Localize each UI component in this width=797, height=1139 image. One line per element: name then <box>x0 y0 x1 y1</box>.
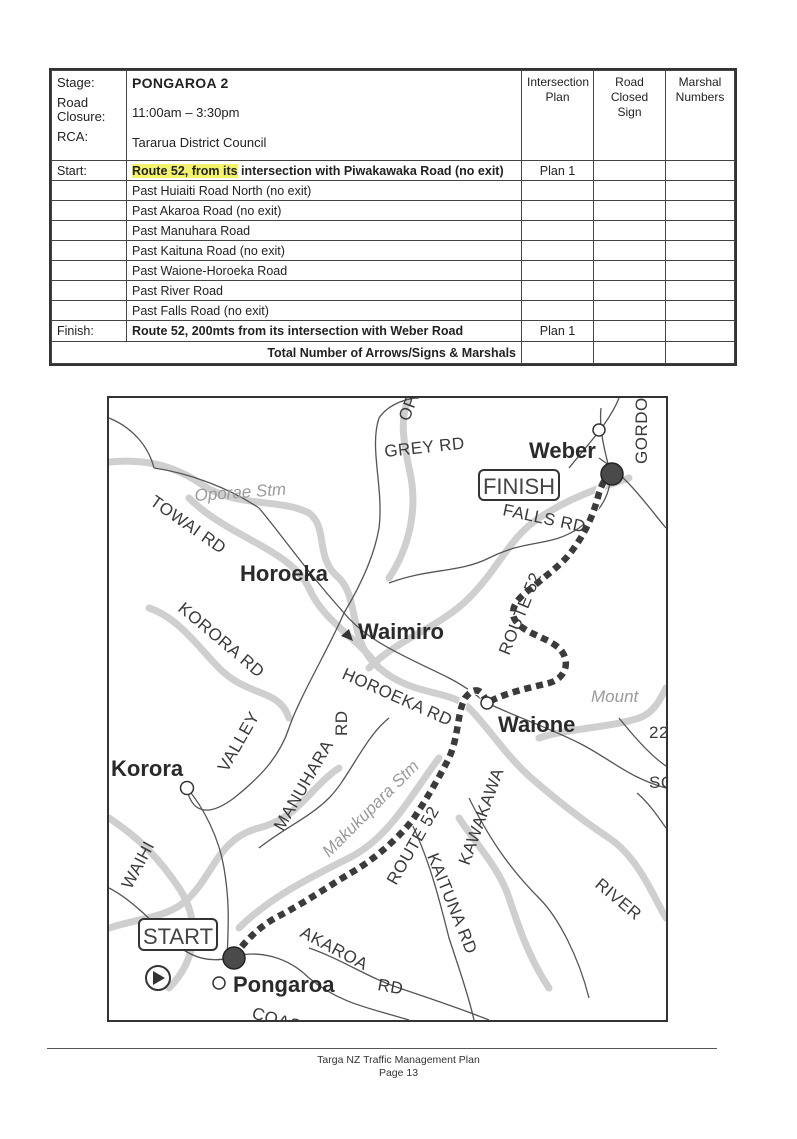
table-row: Past Waione-Horoeka Road <box>51 260 735 281</box>
col-road-closed-sign: Road Closed Sign <box>593 70 666 161</box>
road-gordon: GORDON <box>632 398 651 464</box>
route-map: FINISH START Weber Horoeka Waimiro Waion… <box>107 396 668 1022</box>
rca-label: RCA: <box>57 129 89 144</box>
road-grey: GREY RD <box>383 434 465 461</box>
place-waione: Waione <box>498 712 575 737</box>
place-pongaroa: Pongaroa <box>233 972 335 997</box>
start-label: Start: <box>51 160 127 181</box>
footer-divider <box>47 1048 717 1049</box>
row-text: Past River Road <box>126 280 522 301</box>
table-row: Past Huiaiti Road North (no exit) <box>51 180 735 201</box>
road-coast: COAST <box>250 1004 314 1020</box>
header-values: PONGAROA 2 11:00am – 3:30pm Tararua Dist… <box>126 70 522 161</box>
footer-title: Targa NZ Traffic Management Plan <box>317 1054 480 1066</box>
table-row: Past Akaroa Road (no exit) <box>51 200 735 221</box>
finish-label: Finish: <box>51 320 127 342</box>
place-markers <box>179 423 624 990</box>
road-waihi: WAIHI <box>118 838 159 892</box>
table-row: Past Falls Road (no exit) <box>51 300 735 321</box>
row-text: Past Kaituna Road (no exit) <box>126 240 522 261</box>
start-text: Route 52, from its intersection with Piw… <box>126 160 522 181</box>
place-waimiro: Waimiro <box>358 619 444 644</box>
waione-dot <box>480 696 494 710</box>
road-falls: FALLS RD <box>501 500 587 536</box>
road-river: RIVER <box>591 875 645 925</box>
finish-text: Route 52, 200mts from its intersection w… <box>126 320 522 342</box>
closure-time: 11:00am – 3:30pm <box>132 105 240 120</box>
road-22: 22 <box>649 723 666 742</box>
stage-label: Stage: <box>57 75 95 90</box>
road-manuhara: MANUHARA <box>270 737 337 834</box>
play-icon <box>145 965 171 991</box>
pongaroa-dot <box>212 976 226 990</box>
total-label: Total Number of Arrows/Signs & Marshals <box>51 341 522 364</box>
road-route52-north: ROUTE 52 <box>495 570 545 658</box>
start-plan: Plan 1 <box>521 160 594 181</box>
rca-value: Tararua District Council <box>132 135 267 150</box>
table-row-finish: Finish: Route 52, 200mts from its inters… <box>51 320 735 342</box>
weber-dot <box>592 423 606 437</box>
streams <box>109 398 666 992</box>
row-text: Past Akaroa Road (no exit) <box>126 200 522 221</box>
place-mount: Mount <box>591 687 640 706</box>
place-weber: Weber <box>529 438 596 463</box>
finish-marker <box>600 462 624 486</box>
road-closure-table: Stage: Road Closure: RCA: PONGAROA 2 11:… <box>49 68 737 366</box>
table-row: Past River Road <box>51 280 735 301</box>
waimiro-dot <box>341 629 353 641</box>
road-rd: RD <box>332 710 351 736</box>
start-box <box>138 918 218 951</box>
table-row-total: Total Number of Arrows/Signs & Marshals <box>51 341 735 364</box>
table-row: Past Manuhara Road <box>51 220 735 241</box>
page-number: Page 13 <box>378 1067 419 1079</box>
header-labels: Stage: Road Closure: RCA: <box>51 70 127 161</box>
start-highlight: Route 52, from its <box>132 163 238 178</box>
table-row-start: Start: Route 52, from its intersection w… <box>51 160 735 181</box>
col-marshal-numbers: Marshal Numbers <box>665 70 735 161</box>
table-row: Past Kaituna Road (no exit) <box>51 240 735 261</box>
stage-name: PONGAROA 2 <box>132 75 229 91</box>
road-akaroa-rd: RD <box>376 975 404 998</box>
korora-dot <box>179 780 195 796</box>
row-text: Past Manuhara Road <box>126 220 522 241</box>
road-akaroa: AKAROA <box>297 923 371 975</box>
row-text: Past Falls Road (no exit) <box>126 300 522 321</box>
road-closure-label: Road Closure: <box>57 95 106 124</box>
col-intersection-plan: Intersection Plan <box>521 70 594 161</box>
page-footer: Targa NZ Traffic Management Plan Page 13 <box>0 1054 797 1080</box>
road-valley: VALLEY <box>214 708 263 775</box>
finish-label: FINISH <box>483 474 555 499</box>
start-marker <box>222 946 246 970</box>
place-horoeka: Horoeka <box>240 561 329 586</box>
finish-plan: Plan 1 <box>521 320 594 342</box>
row-text: Past Waione-Horoeka Road <box>126 260 522 281</box>
start-rest: intersection with Piwakawaka Road (no ex… <box>237 163 504 178</box>
finish-box <box>478 469 560 501</box>
road-so: SO <box>649 773 666 792</box>
place-korora: Korora <box>111 756 184 781</box>
start-label: START <box>143 924 213 949</box>
road-opo: OPO <box>395 398 426 423</box>
row-text: Past Huiaiti Road North (no exit) <box>126 180 522 201</box>
